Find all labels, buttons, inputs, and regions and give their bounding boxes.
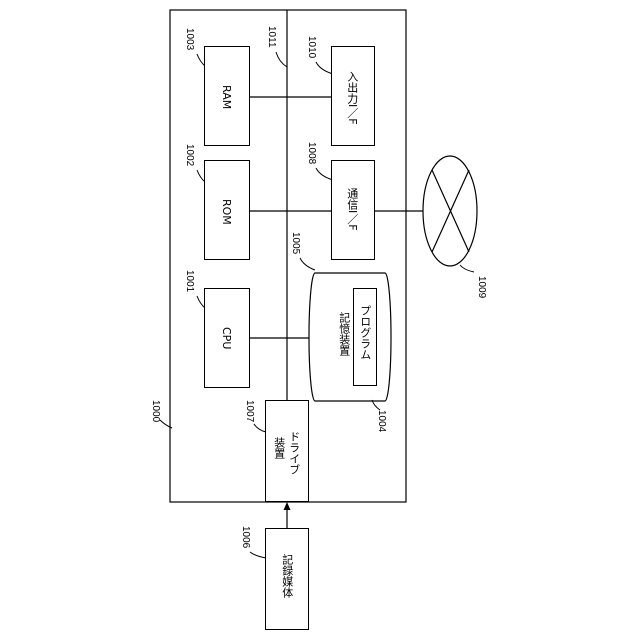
ref-1004: 1004	[376, 410, 387, 432]
ram-label: RAM	[219, 85, 233, 109]
storage-label: 記憶装置	[337, 312, 351, 356]
ref-1011: 1011	[266, 26, 277, 48]
ref-1006: 1006	[240, 526, 251, 548]
comm-interface-label: 通信I／F	[345, 188, 359, 231]
ref-1002: 1002	[184, 144, 195, 166]
program-label: プログラム	[358, 305, 372, 360]
leader-1006	[250, 552, 266, 558]
leader-1011	[276, 52, 287, 67]
ref-1000: 1000	[150, 400, 161, 422]
comm-interface-block: 通信I／F	[331, 160, 375, 260]
rom-label: ROM	[219, 199, 233, 225]
ref-1005: 1005	[290, 232, 301, 254]
ref-1001: 1001	[184, 270, 195, 292]
ref-1010: 1010	[306, 36, 317, 58]
recording-medium-label: 記録媒体	[280, 554, 294, 598]
ref-1008: 1008	[306, 142, 317, 164]
recording-medium-block: 記録媒体	[265, 528, 309, 630]
ref-1007: 1007	[244, 400, 255, 422]
program-block: プログラム	[353, 288, 377, 386]
leader-1005	[300, 258, 315, 270]
drive-block: ドライブ 装置	[265, 400, 309, 502]
cpu-block: CPU	[204, 288, 250, 388]
io-interface-block: 入出力I／F	[331, 46, 375, 146]
ref-1009: 1009	[476, 276, 487, 298]
io-interface-label: 入出力I／F	[345, 71, 359, 125]
cpu-label: CPU	[219, 327, 233, 349]
drive-label-line1: ドライブ	[287, 431, 301, 475]
rom-block: ROM	[204, 160, 250, 260]
network-node	[423, 156, 477, 266]
leader-1009	[460, 265, 474, 272]
drive-label-line2: 装置	[272, 437, 286, 459]
arrow-head	[284, 502, 291, 510]
ram-block: RAM	[204, 46, 250, 146]
ref-1003: 1003	[184, 28, 195, 50]
